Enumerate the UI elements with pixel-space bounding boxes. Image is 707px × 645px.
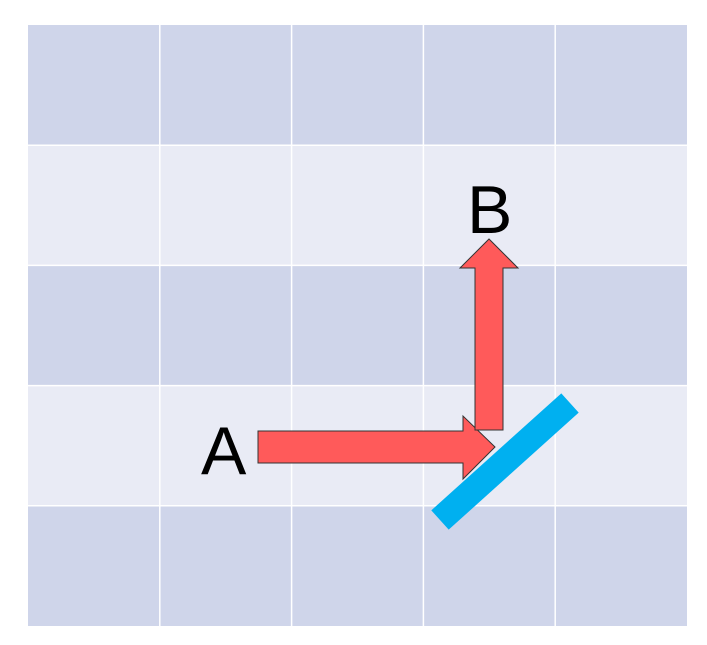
- mirror: [431, 393, 579, 530]
- grid-band: [28, 505, 687, 626]
- grid-band: [28, 265, 687, 386]
- grid-band: [28, 25, 687, 146]
- grid-lines: [28, 25, 687, 626]
- grid-background: [28, 25, 687, 626]
- label-b: B: [467, 172, 512, 248]
- arrow-a-to-mirror: [257, 414, 496, 481]
- label-a: A: [201, 413, 247, 489]
- arrow-mirror-to-b: [458, 238, 520, 431]
- grid-band: [28, 145, 687, 266]
